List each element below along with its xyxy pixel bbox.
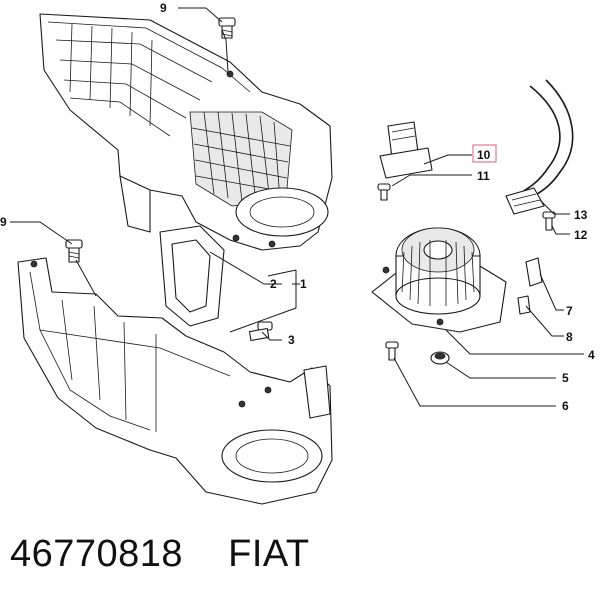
part-number: 46770818 xyxy=(10,533,184,575)
screw-6 xyxy=(385,341,399,361)
callout-4: 4 xyxy=(588,348,595,362)
callout-labels: 9 9 2 1 3 10 11 13 12 7 8 4 5 6 xyxy=(0,1,595,413)
callout-6: 6 xyxy=(562,399,569,413)
callout-9-left: 9 xyxy=(0,215,7,229)
clip-8 xyxy=(517,295,531,315)
clip-7 xyxy=(525,257,543,287)
callout-1: 1 xyxy=(300,277,307,291)
callout-10-highlight xyxy=(472,144,497,163)
screw-9-left xyxy=(65,239,83,263)
callout-3: 3 xyxy=(288,333,295,347)
wiring-harness xyxy=(505,79,574,215)
screw-9-top xyxy=(218,17,236,39)
callout-7: 7 xyxy=(566,304,573,318)
brand-name: FIAT xyxy=(228,533,310,575)
upper-heater-housing xyxy=(39,13,333,251)
callout-2: 2 xyxy=(270,277,277,291)
callout-8: 8 xyxy=(566,330,573,344)
lower-heater-housing xyxy=(17,257,333,505)
part-caption: 46770818 FIAT xyxy=(10,533,310,583)
blower-motor xyxy=(371,227,507,333)
screw-12 xyxy=(542,211,556,231)
callout-9-top: 9 xyxy=(160,1,167,15)
screw-11 xyxy=(377,183,391,201)
screw-3 xyxy=(248,321,273,342)
callout-12: 12 xyxy=(574,228,588,242)
nut-5 xyxy=(430,351,450,365)
callout-13: 13 xyxy=(574,208,588,222)
leader-lines xyxy=(10,7,584,407)
callout-10: 10 xyxy=(477,148,491,162)
blower-resistor xyxy=(379,121,433,179)
gasket-seal xyxy=(159,225,225,327)
callout-5: 5 xyxy=(562,371,569,385)
callout-11: 11 xyxy=(477,169,490,183)
